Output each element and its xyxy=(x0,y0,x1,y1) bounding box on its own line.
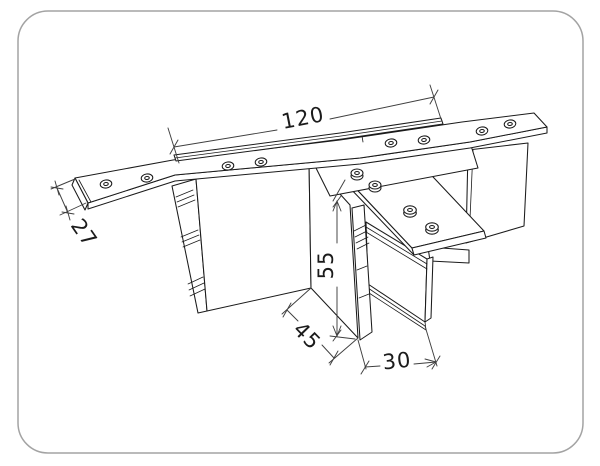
clip-hatch-left xyxy=(175,189,206,297)
screw xyxy=(368,180,382,190)
connector-body xyxy=(71,112,548,341)
clip-hatch-branch xyxy=(353,224,370,299)
branch-blade-edge xyxy=(424,256,434,323)
dim-branch-width-label: 30 xyxy=(381,348,412,375)
screw-slot xyxy=(429,224,435,230)
dim-height xyxy=(329,179,356,342)
branch-front-blade xyxy=(351,204,373,341)
tongue-screws xyxy=(403,205,439,235)
screw xyxy=(350,168,364,178)
dim-depth xyxy=(281,287,359,366)
rail-joint-line xyxy=(361,135,364,143)
dimensions xyxy=(50,84,442,375)
end-cap-inner-line xyxy=(78,179,92,203)
left-fin-face xyxy=(195,159,312,312)
screw-slot xyxy=(372,182,378,188)
screw-slot xyxy=(407,207,413,213)
branch-rear-plate xyxy=(427,246,470,264)
rail-mount-strip xyxy=(173,117,444,162)
dim-width xyxy=(50,178,87,221)
screw-slot xyxy=(354,170,360,176)
tongue-plate-front xyxy=(411,230,487,256)
dim-branch-width xyxy=(357,325,441,375)
dim-height-label: 55 xyxy=(314,251,338,280)
rail-mount-strip-line xyxy=(174,120,443,159)
rail-screws xyxy=(99,119,517,189)
corner-plate-screws xyxy=(350,168,382,193)
main-rail-end-cap xyxy=(71,177,89,211)
dim-length xyxy=(167,84,442,164)
branch-rail-lines xyxy=(365,226,428,331)
screw xyxy=(403,205,417,215)
screw xyxy=(425,222,439,232)
